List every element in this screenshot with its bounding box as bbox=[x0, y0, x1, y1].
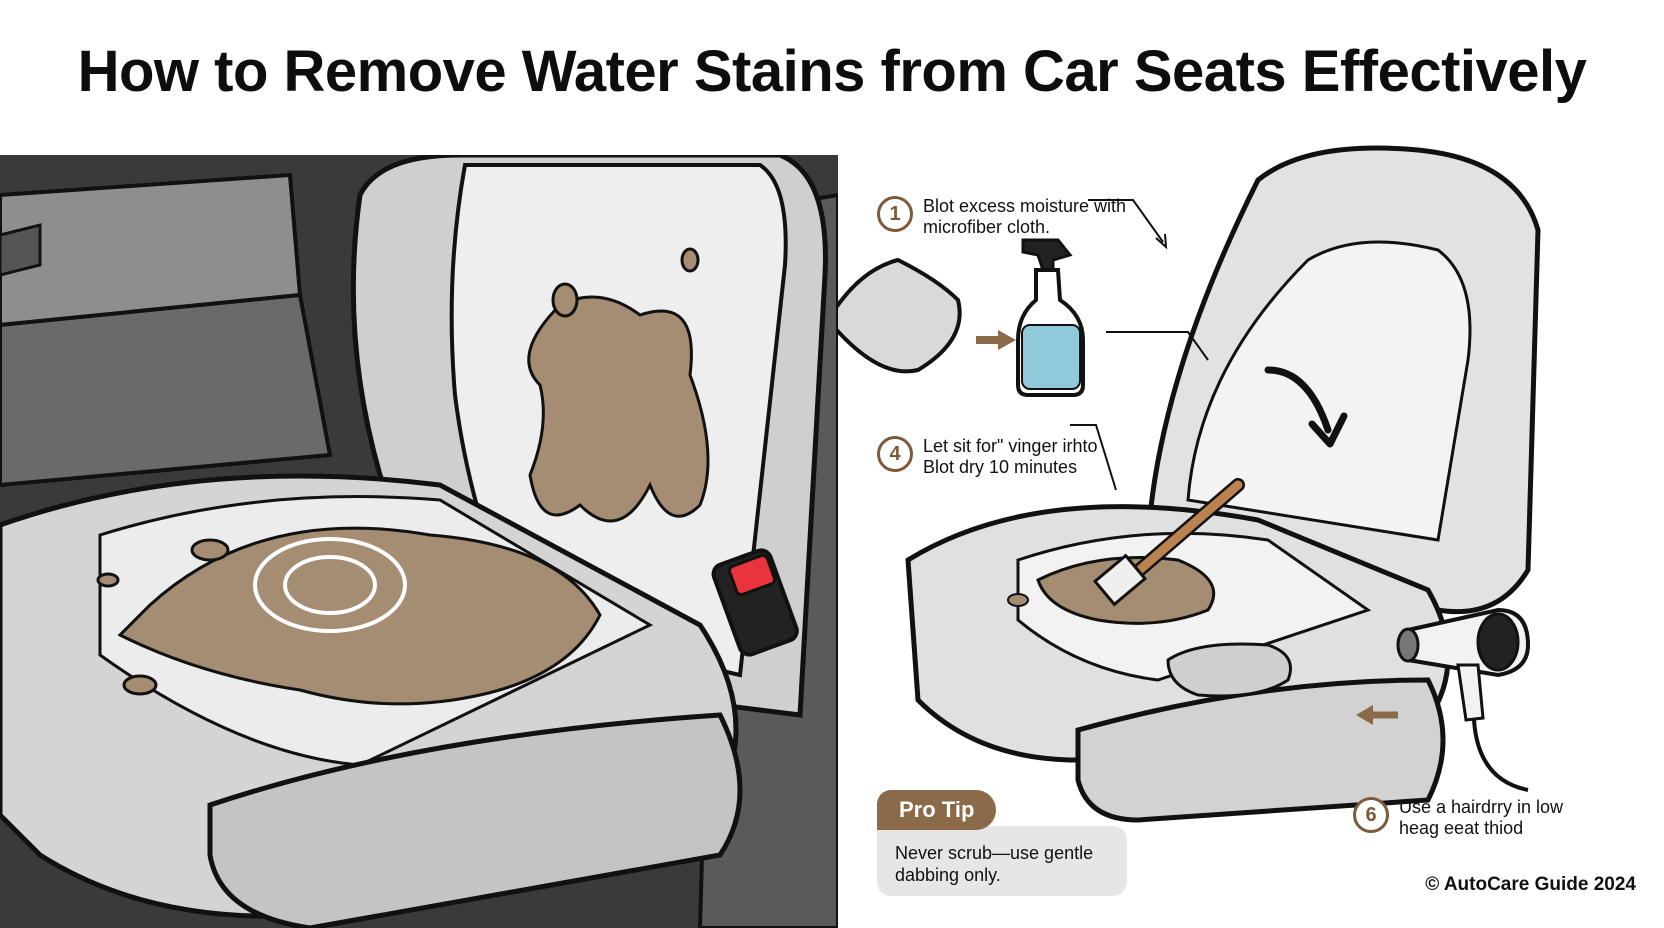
brush-icon bbox=[1092, 478, 1245, 607]
microfiber-cloth-icon bbox=[838, 257, 962, 374]
hair-dryer-icon bbox=[1396, 607, 1531, 792]
pro-tip-box: Never scrub—use gentle dabbing only. Pro… bbox=[877, 790, 1127, 896]
step-1-number: 1 bbox=[877, 196, 913, 232]
spray-bottle-icon bbox=[1016, 238, 1085, 397]
step-6-number: 6 bbox=[1353, 797, 1389, 833]
step-4: 4 Let sit for" vinger irhto Blot dry 10 … bbox=[877, 436, 1097, 478]
cleaning-steps-illustration bbox=[838, 145, 1541, 823]
pro-tip-text: Never scrub—use gentle dabbing only. bbox=[877, 826, 1127, 896]
page-title: How to Remove Water Stains from Car Seat… bbox=[77, 39, 1587, 104]
copyright: © AutoCare Guide 2024 bbox=[1425, 874, 1636, 895]
step-1: 1 Blot excess moisture with microfiber c… bbox=[877, 196, 1126, 238]
step-6: 6 Use a hairdrry in low heag eeat thiod bbox=[1353, 797, 1563, 839]
seat-belt-buckle bbox=[711, 548, 799, 657]
step-1-text: Blot excess moisture with microfiber clo… bbox=[923, 196, 1127, 237]
stained-seat-illustration bbox=[0, 155, 838, 928]
step-4-text: Let sit for" vinger irhto Blot dry 10 mi… bbox=[923, 436, 1098, 477]
pro-tip-label: Pro Tip bbox=[877, 790, 997, 830]
step-6-text: Use a hairdrry in low heag eeat thiod bbox=[1399, 797, 1564, 838]
step-4-number: 4 bbox=[877, 436, 913, 472]
